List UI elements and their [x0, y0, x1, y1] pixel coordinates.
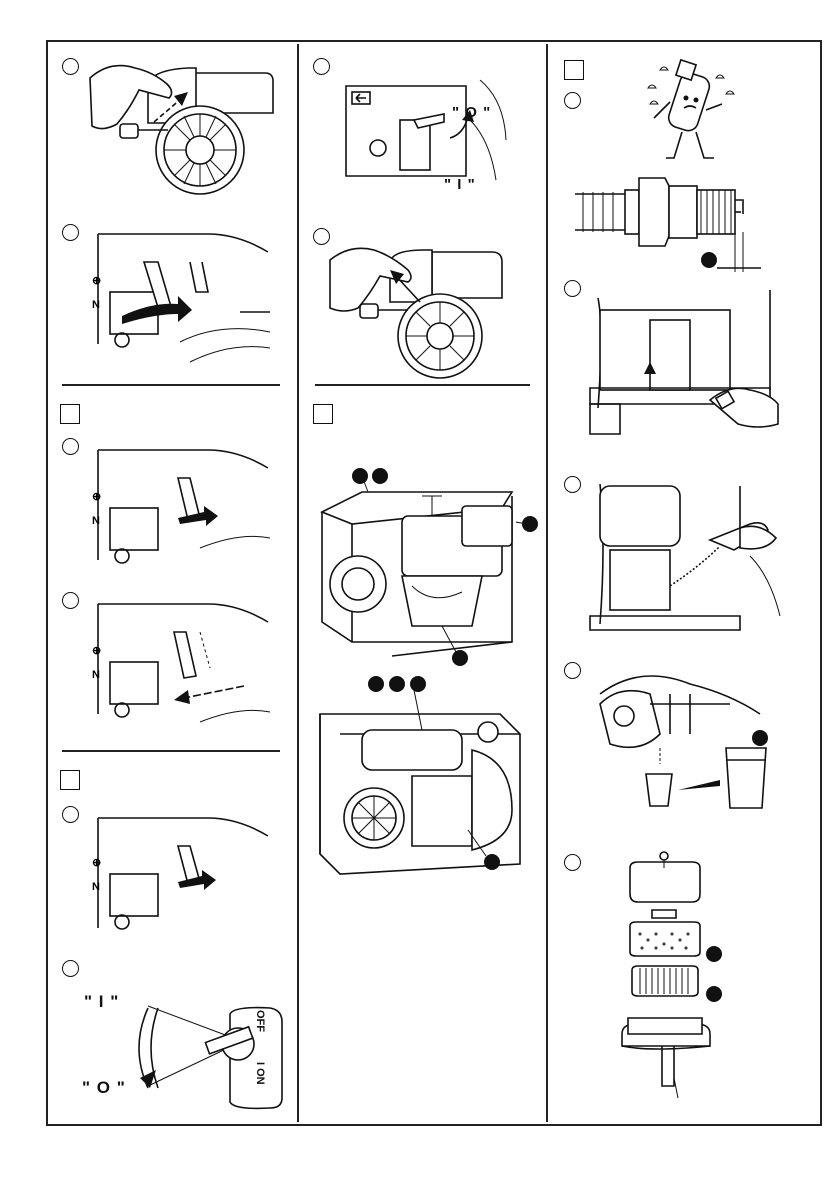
section-box	[564, 60, 584, 80]
step-circle	[62, 438, 79, 455]
choke-open-illustration: ⊕ N	[80, 222, 280, 372]
choke-half-illustration: ⊕ N	[80, 438, 280, 570]
column-divider-2	[546, 44, 548, 1122]
sparkplug-character-illustration	[640, 58, 750, 170]
spark-plug-gap-illustration	[575, 172, 765, 282]
spark-plug-icon	[575, 178, 743, 246]
recoil-start-illustration	[90, 58, 280, 198]
step-circle	[62, 806, 79, 823]
drain-plug-illustration	[590, 290, 780, 440]
air-filter-icon	[622, 852, 710, 1098]
step-circle	[62, 58, 79, 75]
pump-front-illustration	[312, 476, 532, 666]
svg-text:⊕: ⊕	[92, 645, 101, 657]
fuel-lever-illustration	[340, 80, 510, 200]
fuel-cup-icon	[646, 748, 766, 808]
fuel-filter-illustration	[580, 664, 780, 824]
svg-text:⊕: ⊕	[92, 275, 101, 287]
choke-lever-icon	[174, 632, 196, 678]
step-circle	[62, 224, 79, 241]
column-divider-1	[297, 44, 299, 1122]
separator-col2	[315, 384, 530, 386]
step-circle	[564, 854, 581, 871]
step-circle	[564, 662, 581, 679]
step-circle	[313, 58, 330, 75]
svg-text:N: N	[92, 299, 100, 311]
step-circle	[564, 476, 581, 493]
separator-col1-top	[62, 384, 280, 386]
svg-text:N: N	[92, 669, 100, 681]
recoil-pull-illustration	[330, 240, 520, 380]
section-box	[313, 404, 333, 424]
lever-off-label: " O "	[452, 104, 491, 121]
pump-rear-illustration	[312, 690, 532, 880]
pump-icon	[320, 690, 520, 874]
step-circle	[564, 280, 581, 297]
hand-icon	[710, 388, 778, 427]
step-circle	[313, 228, 330, 245]
step-circle	[564, 92, 581, 109]
section-box	[60, 404, 80, 424]
svg-text:⊕: ⊕	[92, 491, 101, 503]
svg-text:N: N	[92, 515, 100, 527]
switch-on-label: I ON	[254, 1062, 266, 1085]
svg-text:N: N	[92, 881, 100, 893]
svg-text:⊕: ⊕	[92, 857, 101, 869]
choke-stop-illustration: ⊕ N	[80, 806, 280, 941]
lever-run-label: " I "	[444, 176, 476, 193]
step-circle	[62, 592, 79, 609]
pump-icon	[322, 476, 526, 656]
choke-close-illustration: ⊕ N	[80, 592, 280, 732]
section-box	[60, 770, 80, 790]
air-filter-illustration	[612, 848, 722, 1116]
step-circle	[62, 960, 79, 977]
oil-fill-illustration	[590, 476, 790, 636]
switch-off-label: OFF	[254, 1010, 266, 1032]
arrow-icon	[174, 686, 244, 704]
separator-col1-bottom	[62, 750, 280, 752]
